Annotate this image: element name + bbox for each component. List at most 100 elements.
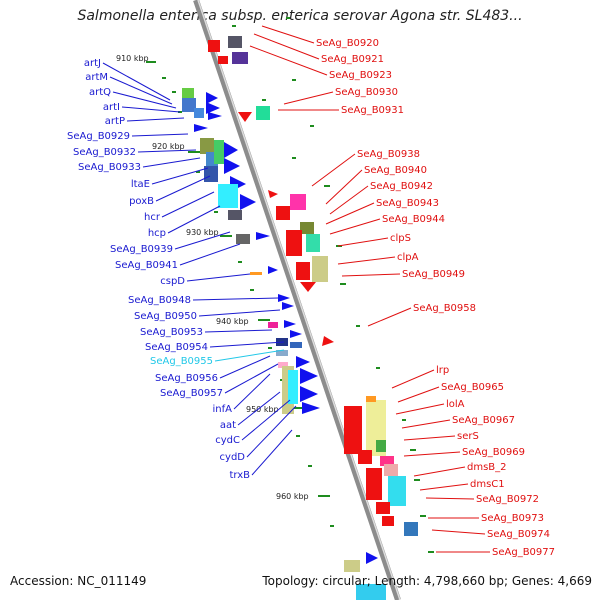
gene-label[interactable]: SeAg_B0931 bbox=[341, 105, 404, 116]
gene-label[interactable]: ltaE bbox=[131, 179, 150, 190]
map-title: Salmonella enterica subsp. enterica sero… bbox=[77, 8, 523, 24]
gene-label[interactable]: SeAg_B0954 bbox=[145, 342, 208, 353]
label-leader bbox=[325, 202, 375, 225]
gene-label[interactable]: aat bbox=[220, 420, 236, 431]
gene-label[interactable]: SeAg_B0973 bbox=[481, 513, 544, 524]
gene-label[interactable]: SeAg_B0939 bbox=[110, 244, 173, 255]
label-leader bbox=[137, 149, 197, 153]
label-leader bbox=[214, 349, 285, 362]
gene-label[interactable]: dmsC1 bbox=[470, 479, 505, 490]
label-leader bbox=[397, 386, 440, 403]
label-leader bbox=[261, 25, 315, 44]
gene-label[interactable]: SeAg_B0950 bbox=[134, 311, 197, 322]
label-leader bbox=[198, 309, 281, 317]
gene-label[interactable]: SeAg_B0941 bbox=[115, 260, 178, 271]
gene-label[interactable]: cydC bbox=[215, 435, 240, 446]
label-leader bbox=[329, 218, 381, 235]
label-leader bbox=[155, 175, 211, 202]
gene-label[interactable]: cydD bbox=[220, 452, 246, 463]
gene-label[interactable]: artJ bbox=[84, 58, 101, 69]
gene-label[interactable]: SeAg_B0969 bbox=[462, 447, 525, 458]
gene-label[interactable]: SeAg_B0940 bbox=[364, 165, 427, 176]
label-leader bbox=[241, 399, 291, 441]
gene-label[interactable]: SeAg_B0923 bbox=[329, 70, 392, 81]
gene-label[interactable]: artP bbox=[105, 116, 125, 127]
label-leader bbox=[329, 185, 369, 215]
reverse-label-leaders bbox=[249, 25, 490, 553]
forward-label-leaders bbox=[102, 62, 297, 476]
label-leader bbox=[192, 297, 279, 301]
label-leader bbox=[311, 153, 356, 187]
gene-label[interactable]: SeAg_B0957 bbox=[160, 388, 223, 399]
gene-label[interactable]: lrp bbox=[436, 365, 449, 376]
kbp-label: 910 kbp bbox=[116, 54, 149, 63]
label-leader bbox=[233, 373, 271, 410]
label-leader bbox=[179, 243, 241, 266]
kbp-label: 920 kbp bbox=[152, 142, 185, 151]
label-leader bbox=[151, 167, 209, 185]
gene-label[interactable]: SeAg_B0921 bbox=[321, 54, 384, 65]
gene-label[interactable]: artQ bbox=[89, 87, 111, 98]
label-leader bbox=[419, 483, 469, 491]
gene-label[interactable]: SeAg_B0948 bbox=[128, 295, 191, 306]
label-leader bbox=[401, 419, 451, 429]
label-leader bbox=[174, 231, 231, 250]
gene-label[interactable]: SeAg_B0932 bbox=[73, 147, 136, 158]
label-leader bbox=[337, 256, 396, 265]
label-leader bbox=[341, 273, 401, 277]
gene-label[interactable]: poxB bbox=[129, 196, 154, 207]
gene-label[interactable]: lolA bbox=[446, 399, 465, 410]
label-leader bbox=[209, 341, 285, 348]
gene-label[interactable]: artI bbox=[103, 102, 120, 113]
gene-label[interactable]: SeAg_B0930 bbox=[335, 87, 398, 98]
gene-label[interactable]: trxB bbox=[229, 470, 250, 481]
gene-label[interactable]: SeAg_B0944 bbox=[382, 214, 445, 225]
kbp-tick-labels: 910 kbp 920 kbp 930 kbp 940 kbp 950 kbp … bbox=[116, 54, 309, 501]
genome-stats-text: Topology: circular; Length: 4,798,660 bp… bbox=[262, 574, 592, 588]
gene-label[interactable]: dmsB_2 bbox=[467, 462, 507, 473]
gene-label[interactable]: clpS bbox=[390, 233, 411, 244]
label-leader bbox=[219, 355, 271, 379]
label-leader bbox=[161, 191, 215, 218]
gene-label[interactable]: SeAg_B0933 bbox=[78, 162, 141, 173]
gene-label[interactable]: SeAg_B0942 bbox=[370, 181, 433, 192]
label-leader bbox=[246, 405, 297, 458]
label-leader bbox=[283, 91, 334, 105]
gene-label[interactable]: hcr bbox=[144, 212, 161, 223]
gene-label[interactable]: SeAg_B0920 bbox=[316, 38, 379, 49]
gene-label[interactable]: SeAg_B0967 bbox=[452, 415, 515, 426]
gene-label[interactable]: clpA bbox=[397, 252, 419, 263]
label-leader bbox=[224, 363, 279, 394]
gene-label[interactable]: SeAg_B0953 bbox=[140, 327, 203, 338]
label-leader bbox=[121, 106, 181, 113]
gene-label[interactable]: SeAg_B0958 bbox=[413, 303, 476, 314]
gene-label[interactable]: SeAg_B0943 bbox=[376, 198, 439, 209]
label-leader bbox=[237, 391, 281, 426]
label-leader bbox=[142, 157, 201, 168]
label-leader bbox=[186, 273, 251, 282]
gene-label[interactable]: SeAg_B0965 bbox=[441, 382, 504, 393]
forward-strand-features bbox=[182, 88, 386, 600]
forward-gene-labels: artJ artM artQ artI artP SeAg_B0929SeAg_B0932… bbox=[67, 58, 250, 481]
reverse-gene-labels: SeAg_B0920SeAg_B0921SeAg_B0923SeAg_B0930… bbox=[316, 38, 555, 558]
gene-label[interactable]: SeAg_B0956 bbox=[155, 373, 218, 384]
label-leader bbox=[131, 133, 189, 137]
gene-label[interactable]: serS bbox=[457, 431, 479, 442]
label-leader bbox=[337, 237, 389, 247]
gene-label[interactable]: SeAg_B0949 bbox=[402, 269, 465, 280]
gene-label[interactable]: SeAg_B0929 bbox=[67, 131, 130, 142]
label-leader bbox=[431, 529, 486, 535]
gene-label[interactable]: SeAg_B0972 bbox=[476, 494, 539, 505]
label-leader bbox=[413, 466, 466, 477]
label-leader bbox=[391, 369, 435, 389]
gene-label[interactable]: hcp bbox=[148, 228, 166, 239]
gene-label[interactable]: SeAg_B0974 bbox=[487, 529, 550, 540]
gene-label[interactable]: cspD bbox=[160, 276, 185, 287]
gene-label[interactable]: SeAg_B0938 bbox=[357, 149, 420, 160]
gene-label[interactable]: SeAg_B0977 bbox=[492, 547, 555, 558]
gene-label[interactable]: infA bbox=[213, 404, 233, 415]
gene-label[interactable]: artM bbox=[85, 72, 108, 83]
label-leader bbox=[367, 307, 412, 327]
gene-label[interactable]: SeAg_B0955 bbox=[150, 356, 213, 367]
